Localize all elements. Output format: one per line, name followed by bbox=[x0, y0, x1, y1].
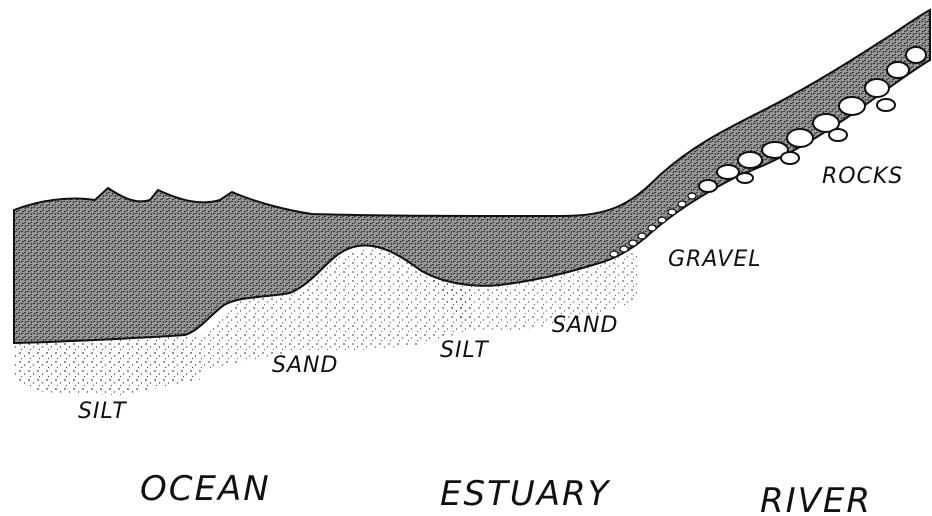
ocean-region-label: OCEAN bbox=[140, 469, 271, 509]
gravel-label: GRAVEL bbox=[668, 247, 762, 272]
ocean-silt-sediment bbox=[14, 336, 200, 395]
rocks-label: ROCKS bbox=[822, 164, 903, 189]
estuary-silt-label: SILT bbox=[440, 338, 489, 363]
ocean-silt-label: SILT bbox=[78, 399, 127, 424]
ocean-sand-label: SAND bbox=[272, 353, 338, 378]
river-region-label: RIVER bbox=[760, 481, 872, 516]
estuary-region-label: ESTUARY bbox=[440, 474, 611, 514]
estuary-sand-label: SAND bbox=[552, 313, 618, 338]
